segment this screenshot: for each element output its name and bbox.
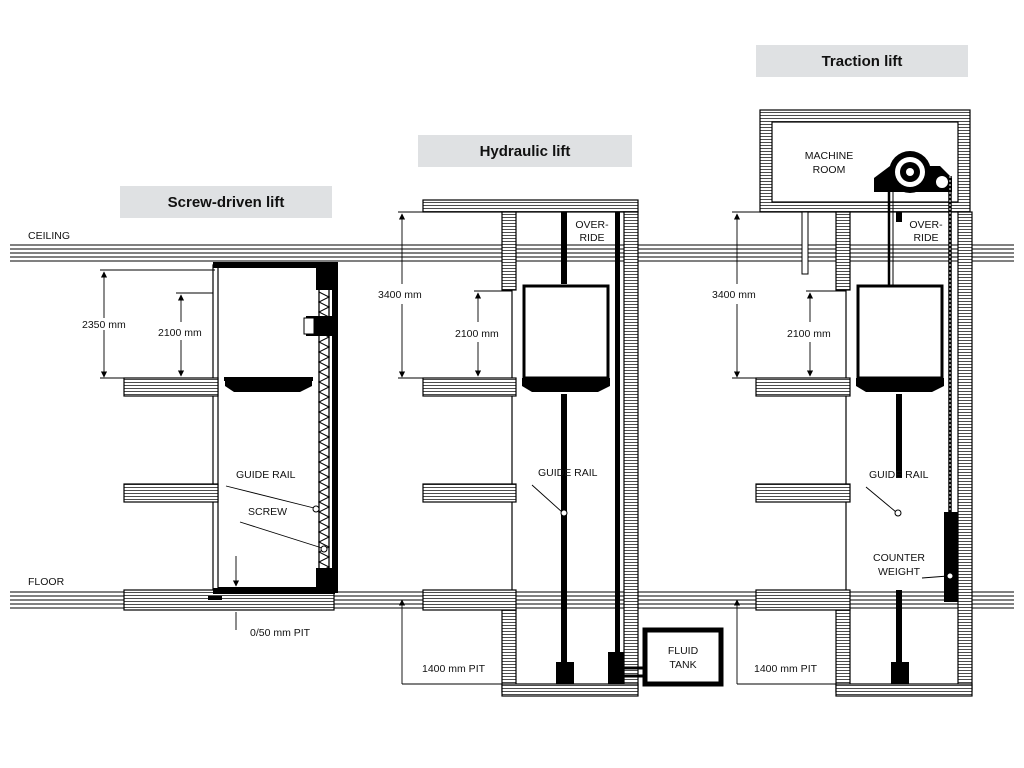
screw-shaft-wall [212, 264, 219, 596]
hydraulic-pit-label: 1400 mm PIT [422, 663, 486, 675]
hydraulic-override-1: OVER- [575, 219, 609, 231]
screw-guide-rail-label: GUIDE RAIL [236, 469, 296, 481]
traction-guide-rail-label: GUIDE RAIL [869, 469, 929, 481]
hydraulic-guide-rail-label: GUIDE RAIL [538, 467, 598, 479]
traction-pit-floor [835, 683, 973, 697]
traction-guide-rail [896, 394, 902, 478]
machine-room-label-2: ROOM [813, 164, 846, 176]
traction-override-2: RIDE [913, 232, 938, 244]
screw-thread [317, 291, 331, 573]
screw-dim-2350: 2350 mm [82, 319, 126, 331]
screw-lift-title: Screw-driven lift [120, 186, 332, 218]
screw-lift: 2350 mm 2100 mm GUIDE RAIL SCREW 0/50 mm… [82, 262, 338, 639]
hydraulic-override-2: RIDE [579, 232, 604, 244]
hydraulic-right-wall [623, 211, 639, 691]
traction-lift-title: Traction lift [756, 45, 968, 77]
screw-landing-1 [123, 377, 219, 397]
hydraulic-lift: FLUID TANK OVER- RIDE 3400 mm 2100 mm GU… [378, 199, 724, 697]
fluid-tank-label-1: FLUID [668, 645, 699, 657]
screw-landing-2 [123, 483, 219, 503]
traction-car [856, 284, 944, 380]
hydraulic-dim-3400: 3400 mm [378, 289, 422, 301]
screw-enclosure [213, 262, 338, 593]
screw-label: SCREW [248, 506, 287, 518]
screw-pit-label: 0/50 mm PIT [250, 627, 311, 639]
counterweight-label-1: COUNTER [873, 552, 925, 564]
traction-lift: MACHINE ROOM [712, 109, 973, 697]
hydraulic-car [522, 284, 610, 380]
hydraulic-lift-title: Hydraulic lift [418, 135, 632, 167]
hydraulic-guide-rail [561, 394, 567, 664]
traction-pit-label: 1400 mm PIT [754, 663, 818, 675]
hydraulic-pit-floor [501, 683, 639, 697]
floor-label: FLOOR [28, 576, 65, 588]
hydraulic-dim-2100: 2100 mm [455, 328, 499, 340]
machine-room-label-1: MACHINE [805, 150, 853, 162]
ceiling-label: CEILING [28, 230, 70, 242]
fluid-tank [642, 627, 724, 687]
counterweight-label-2: WEIGHT [878, 566, 921, 578]
hydraulic-ram [615, 212, 620, 684]
counterweight [944, 512, 958, 602]
traction-dim-2100: 2100 mm [787, 328, 831, 340]
traction-override-1: OVER- [909, 219, 943, 231]
screw-car-platform [225, 378, 312, 392]
screw-dim-2100: 2100 mm [158, 327, 202, 339]
traction-dim-3400: 3400 mm [712, 289, 756, 301]
traction-right-wall [957, 211, 973, 691]
fluid-tank-label-2: TANK [669, 659, 696, 671]
